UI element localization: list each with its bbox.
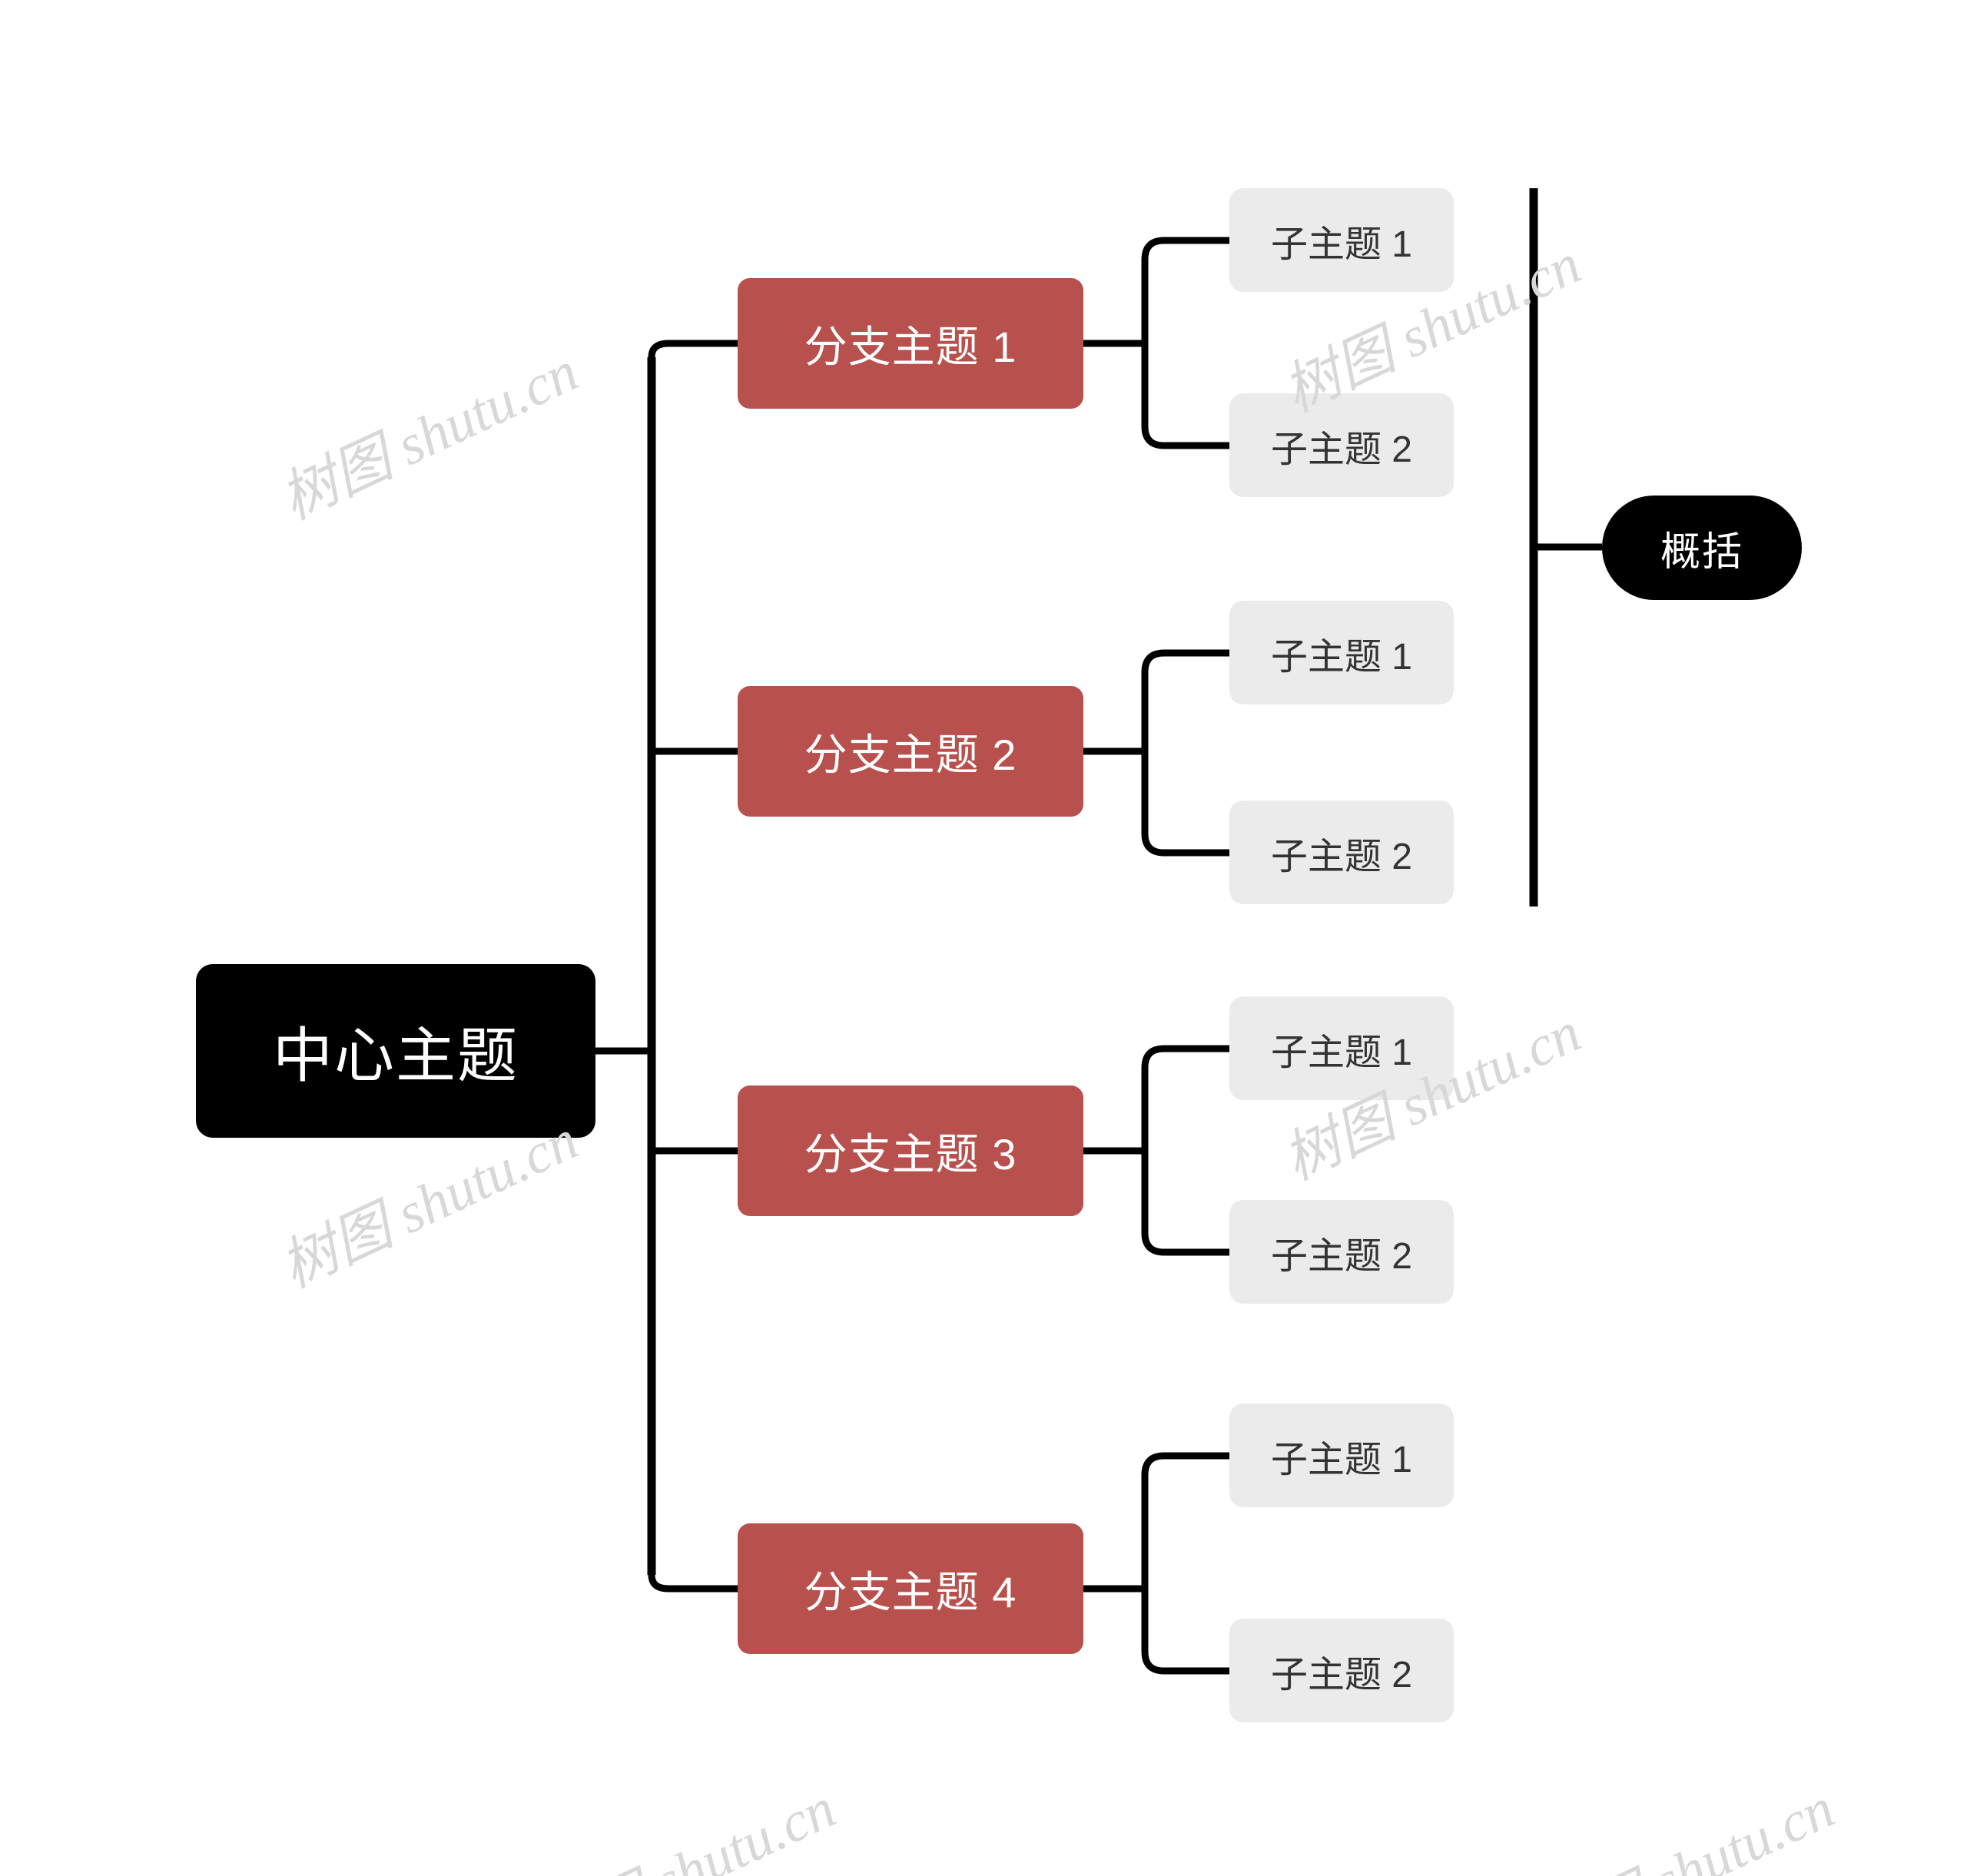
branch-node-2[interactable]: 分支主题 2 xyxy=(738,686,1083,817)
connector-branch-4-child-2 xyxy=(1141,1589,1229,1675)
branch-node-3[interactable]: 分支主题 3 xyxy=(738,1085,1083,1216)
connector-branch-2-child-2 xyxy=(1141,751,1229,857)
subtopic-node-2-2[interactable]: 子主题 2 xyxy=(1229,800,1454,904)
root-node-label: 中心主题 xyxy=(272,1022,519,1089)
connector-branch-2-child-1 xyxy=(1141,649,1229,751)
branch-node-1[interactable]: 分支主题 1 xyxy=(738,278,1083,409)
subtopic-node-3-2-label: 子主题 2 xyxy=(1270,1235,1413,1277)
subtopic-node-1-2[interactable]: 子主题 2 xyxy=(1229,393,1454,497)
branch-node-4-label: 分支主题 4 xyxy=(804,1567,1017,1616)
subtopic-node-3-2[interactable]: 子主题 2 xyxy=(1229,1200,1454,1304)
subtopic-node-2-2-label: 子主题 2 xyxy=(1270,836,1413,877)
connector-branch-3-child-2 xyxy=(1141,1151,1229,1256)
subtopic-node-3-1-label: 子主题 1 xyxy=(1270,1032,1413,1073)
subtopic-node-4-1-label: 子主题 1 xyxy=(1270,1439,1413,1480)
branch-node-4[interactable]: 分支主题 4 xyxy=(738,1523,1083,1654)
branch-node-1-label: 分支主题 1 xyxy=(804,322,1017,371)
subtopic-node-4-1[interactable]: 子主题 1 xyxy=(1229,1404,1454,1507)
subtopic-node-3-1[interactable]: 子主题 1 xyxy=(1229,996,1454,1100)
subtopic-node-4-2[interactable]: 子主题 2 xyxy=(1229,1619,1454,1722)
subtopic-node-1-1[interactable]: 子主题 1 xyxy=(1229,188,1454,292)
connector-trunk-branch-1 xyxy=(648,340,738,358)
root-node[interactable]: 中心主题 xyxy=(196,964,595,1138)
connector-branch-4-child-1 xyxy=(1141,1452,1229,1589)
connector-branch-1-child-2 xyxy=(1141,343,1229,449)
branch-node-2-label: 分支主题 2 xyxy=(804,730,1017,779)
connector-trunk-branch-4 xyxy=(648,1574,738,1593)
branch-node-3-label: 分支主题 3 xyxy=(804,1129,1017,1178)
subtopic-node-2-1-label: 子主题 1 xyxy=(1270,636,1413,678)
connector-branch-3-child-1 xyxy=(1141,1045,1229,1151)
subtopic-node-2-1[interactable]: 子主题 1 xyxy=(1229,601,1454,704)
connector-branch-1-child-1 xyxy=(1141,237,1229,343)
summary-node[interactable]: 概括 xyxy=(1602,496,1802,600)
subtopic-node-1-1-label: 子主题 1 xyxy=(1270,224,1413,265)
summary-node-label: 概括 xyxy=(1660,529,1743,575)
subtopic-node-4-2-label: 子主题 2 xyxy=(1270,1654,1413,1695)
subtopic-node-1-2-label: 子主题 2 xyxy=(1270,429,1413,470)
